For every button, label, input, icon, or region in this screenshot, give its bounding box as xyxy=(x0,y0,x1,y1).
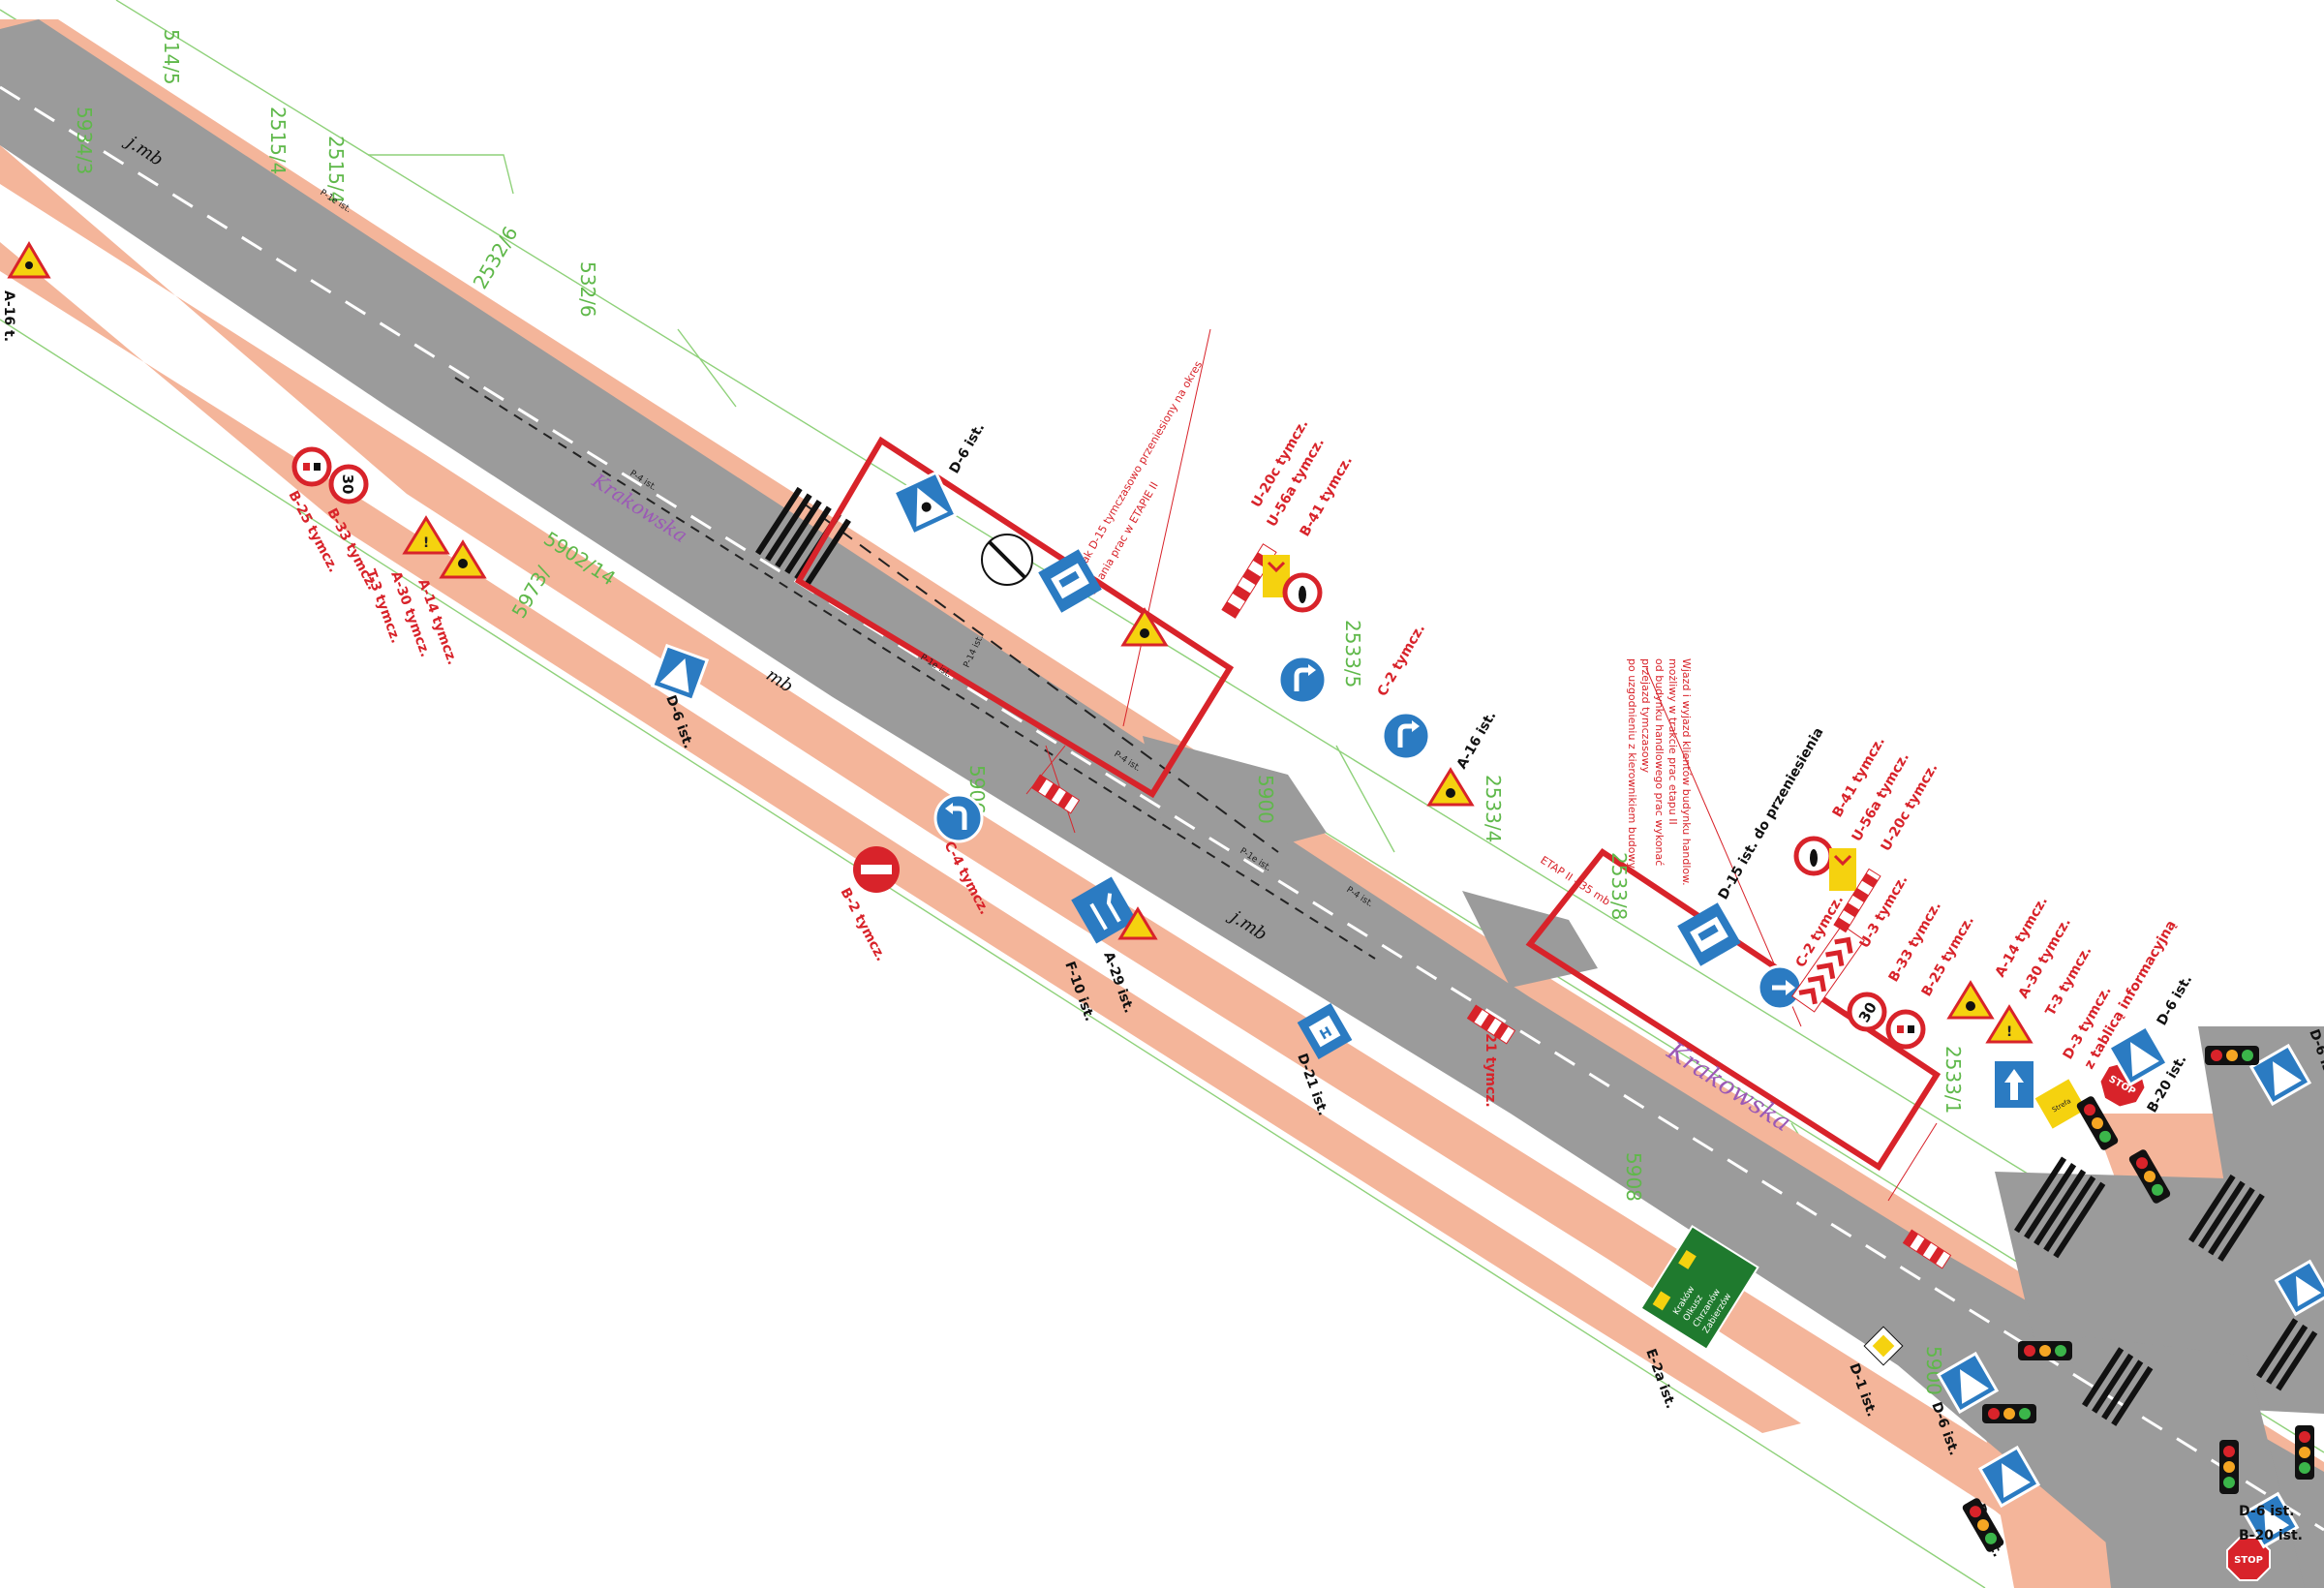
sign-label: D-6 ist. xyxy=(2239,1504,2294,1519)
red-box-note: możliwy w trakcie prac etapu II xyxy=(1667,658,1679,825)
sign-label: D-15 ist. do przeniesienia xyxy=(1716,725,1827,902)
traffic-light-icon xyxy=(2018,1341,2072,1360)
d21-hospital-sign: H xyxy=(1297,1002,1353,1060)
d1-priority-road-sign xyxy=(1863,1326,1904,1366)
u20c-barrier xyxy=(1902,1229,1952,1269)
traffic-light-icon xyxy=(2205,1046,2259,1065)
end-of-restrictions-sign xyxy=(981,534,1033,586)
a14-roadworks-sign: ! xyxy=(402,515,450,555)
a30-other-danger-sign xyxy=(439,539,487,579)
roadway xyxy=(0,19,2324,1588)
u20c-barrier xyxy=(1466,1004,1516,1045)
d6-pedestrian-crossing-sign xyxy=(1977,1445,2041,1509)
traffic-light-icon xyxy=(1962,1498,2004,1552)
parcel-number: 2532/6 xyxy=(469,223,523,293)
zebra-crossings xyxy=(755,486,2318,1426)
parcel-number: 5900 xyxy=(1922,1346,1945,1395)
d6-pedestrian-crossing-sign xyxy=(1936,1351,2000,1415)
sign-label: B-20 ist. xyxy=(2239,1528,2303,1543)
parcel-number: 532/6 xyxy=(576,261,599,318)
sign-label: D-6 ist. xyxy=(947,420,989,476)
svg-text:!: ! xyxy=(2006,1024,2012,1040)
work-zone-etap-1 xyxy=(794,436,1235,799)
parcel-number: 2515/4 xyxy=(324,136,348,203)
d6-pedestrian-crossing-sign xyxy=(2106,1023,2170,1087)
red-box-note: po uzgodnieniu z kierownikiem budowy xyxy=(1626,658,1638,870)
parcel-number: 2533/4 xyxy=(1482,775,1505,842)
b2-no-entry-sign xyxy=(853,846,900,893)
b33-speed-limit-sign: 30 xyxy=(1847,992,1887,1032)
parcel-number: 514/5 xyxy=(160,29,183,85)
parcel-number: 5973/ xyxy=(507,562,556,622)
b41-no-pedestrians-sign xyxy=(1793,836,1834,876)
parcel-number: 2515/4 xyxy=(266,107,290,174)
etap-label: ETAP II - 35 mb xyxy=(1538,854,1612,908)
u20c-barrier xyxy=(1030,774,1081,814)
b41-no-pedestrians-sign xyxy=(1282,572,1323,613)
b33-speed-limit-sign: 30 xyxy=(328,464,369,504)
traffic-light-icon xyxy=(2295,1425,2314,1480)
work-zone-etap-2 xyxy=(1525,847,1942,1172)
f10-lane-direction-sign xyxy=(1071,876,1137,944)
d15-bus-stop-sign xyxy=(1038,549,1102,613)
red-box-note: przejazd tymczasowy xyxy=(1639,658,1652,774)
traffic-light-icon xyxy=(2128,1149,2171,1204)
sign-label: D-6 ist. xyxy=(2155,972,2196,1028)
traffic-light-icon xyxy=(2219,1440,2239,1494)
red-box-note: Wjazd i wyjazd klientów budynku handlow. xyxy=(1680,658,1693,886)
a30-other-danger-sign: ! xyxy=(1985,1004,2034,1044)
a14-roadworks-sign xyxy=(1120,607,1169,647)
svg-text:!: ! xyxy=(423,535,429,551)
d3-one-way-sign xyxy=(1995,1061,2034,1108)
parcel-number: 5908 xyxy=(1622,1152,1645,1202)
svg-text:30: 30 xyxy=(339,474,356,495)
c2-turn-right-sign xyxy=(1381,711,1431,761)
c4-turn-left-sign xyxy=(933,793,984,843)
d15-bus-stop-sign xyxy=(1677,902,1741,966)
svg-text:STOP: STOP xyxy=(2234,1555,2263,1566)
traffic-lights xyxy=(1962,1046,2314,1552)
lane-markings xyxy=(0,85,2324,1532)
red-box-note: Znak D-15 tymczasowo przeniesiony na okr… xyxy=(1071,358,1205,577)
sign-label: A-16 ist. xyxy=(1454,709,1500,772)
b25-no-overtaking-sign xyxy=(1885,1009,1926,1050)
c2-turn-right-sign xyxy=(1757,964,1803,1011)
c2-turn-right-sign xyxy=(1277,655,1328,705)
d6-pedestrian-crossing-sign xyxy=(2248,1043,2312,1107)
a16-warning-sign xyxy=(7,241,51,279)
u20c-barrier xyxy=(1833,868,1881,933)
parcel-number: 5900 xyxy=(1254,775,1277,824)
sign-label: A-16 t. xyxy=(1,290,16,342)
u56a-chevron-barrier xyxy=(1829,848,1856,891)
u3-chevron-sign xyxy=(1791,924,1865,1013)
t3-information-plate: Strefa xyxy=(2034,1079,2087,1129)
work-zone-boxes xyxy=(794,436,1942,1172)
d6-pedestrian-crossing-sign xyxy=(2274,1259,2324,1317)
d6-pedestrian-crossing-sign xyxy=(892,471,958,536)
sign-label: B-2 tymcz. xyxy=(837,885,888,963)
d6-pedestrian-crossing-sign xyxy=(2242,1491,2300,1549)
parcel-number: 2533/8 xyxy=(1607,852,1631,920)
b25-no-overtaking-sign xyxy=(291,446,332,487)
a14-roadworks-sign xyxy=(1946,980,1995,1020)
traffic-light-icon xyxy=(1982,1404,2036,1423)
traffic-light-icon xyxy=(2076,1096,2119,1150)
parcel-number: 2533/5 xyxy=(1341,620,1364,687)
a29-traffic-lights-sign xyxy=(1117,906,1158,940)
d6-pedestrian-crossing-sign xyxy=(650,643,710,703)
a16-warning-sign xyxy=(1426,767,1475,807)
sign-label: C-2 tymcz. xyxy=(1375,622,1428,699)
u21-label: U-21 tymcz. xyxy=(1483,1017,1498,1108)
red-box-note: od budynku handlowego prac wykonać xyxy=(1653,658,1666,866)
parcel-number: 5934/3 xyxy=(73,107,96,174)
parcel-number: 2533/1 xyxy=(1942,1046,1965,1114)
u20c-barrier xyxy=(1221,543,1277,619)
